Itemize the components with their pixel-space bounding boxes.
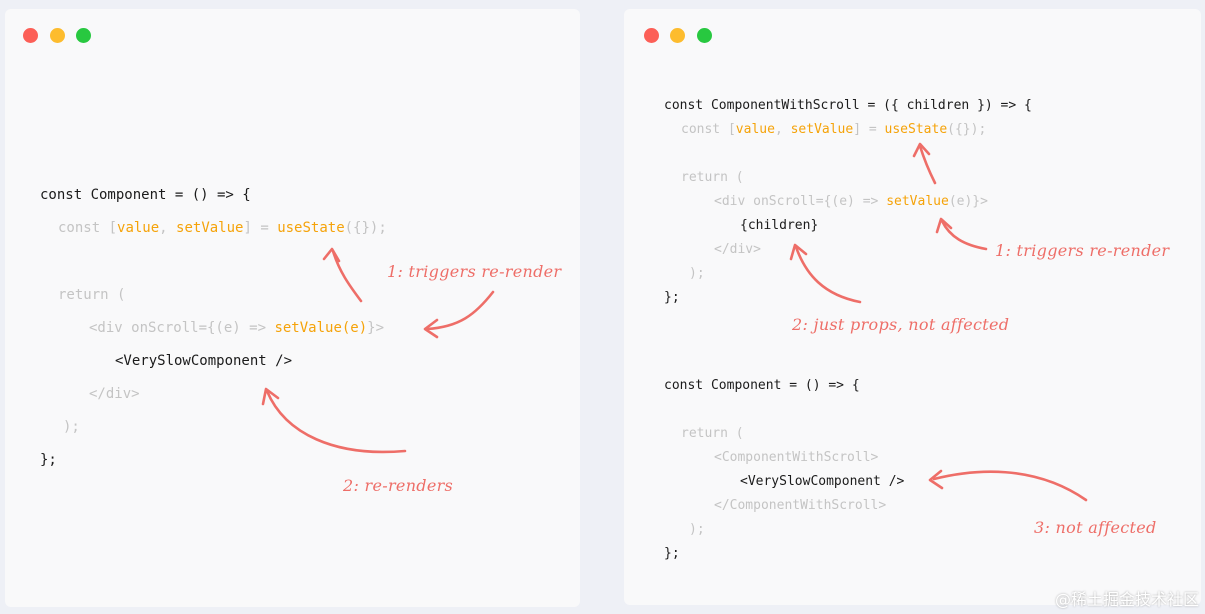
- left-code-window: const Component = () => { const [value, …: [5, 9, 580, 607]
- code-line-componentwithscroll-declaration: const ComponentWithScroll = ({ children …: [664, 98, 1032, 113]
- arrow-props-to-children: [794, 245, 862, 304]
- code-line-component-declaration: const Component = () => {: [40, 187, 251, 203]
- close-window-icon[interactable]: [644, 28, 659, 43]
- right-annotation-layer: 1: triggers re-render 2: just props, not…: [789, 142, 1170, 537]
- code-line-return: return (: [681, 426, 744, 441]
- code-line-return: return (: [58, 287, 126, 303]
- code-line-return-close: );: [689, 266, 705, 281]
- zoom-window-icon[interactable]: [76, 28, 91, 43]
- zoom-window-icon[interactable]: [697, 28, 712, 43]
- arrowhead-usestate: [912, 142, 931, 158]
- arrowhead-veryslow: [261, 387, 280, 406]
- code-line-return: return (: [681, 170, 744, 185]
- arrowhead-veryslow: [928, 469, 944, 490]
- left-annotation-layer: 1: triggers re-render 2: re-renders: [261, 247, 562, 495]
- note-triggers-rerender: 1: triggers re-render: [387, 262, 562, 281]
- right-code-window: const ComponentWithScroll = ({ children …: [624, 9, 1201, 605]
- code-line-componentwithscroll-open: <ComponentWithScroll>: [714, 450, 879, 465]
- code-line-return-close: );: [63, 419, 80, 435]
- code-line-componentwithscroll-close: };: [664, 290, 680, 305]
- arrow-rerenders-to-veryslow: [265, 389, 407, 454]
- code-line-component-close: };: [664, 546, 680, 561]
- code-line-div-close: </div>: [89, 386, 140, 402]
- arrow-triggers-to-setvalue: [940, 219, 988, 251]
- code-line-div-onscroll: <div onScroll={(e) => setValue(e)}>: [714, 194, 988, 209]
- arrowhead-children: [789, 243, 808, 261]
- code-line-veryslowcomponent: <VerySlowComponent />: [740, 474, 905, 489]
- code-line-componentwithscroll-close-tag: </ComponentWithScroll>: [714, 498, 887, 513]
- code-line-children: {children}: [740, 218, 819, 233]
- code-line-component-declaration: const Component = () => {: [664, 378, 860, 393]
- code-line-div-onscroll: <div onScroll={(e) => setValue(e)}>: [89, 320, 385, 336]
- arrow-triggers-to-setvalue: [425, 290, 495, 331]
- code-line-div-close: </div>: [714, 242, 761, 257]
- minimize-window-icon[interactable]: [50, 28, 65, 43]
- watermark: @稀土掘金技术社区: [1054, 590, 1199, 609]
- note-not-affected: 3: not affected: [1034, 518, 1157, 537]
- code-line-usestate: const [value, setValue] = useState({});: [681, 122, 987, 137]
- code-line-return-close: );: [689, 522, 705, 537]
- code-line-component-close: };: [40, 452, 57, 468]
- arrowhead-setvalue: [935, 217, 953, 234]
- note-triggers-rerender: 1: triggers re-render: [995, 241, 1170, 260]
- note-just-props-not-affected: 2: just props, not affected: [791, 315, 1009, 334]
- code-line-usestate: const [value, setValue] = useState({});: [58, 220, 387, 236]
- arrowhead-setvalue: [423, 318, 439, 339]
- arrow-props-to-usestate: [918, 144, 937, 185]
- code-line-veryslowcomponent: <VerySlowComponent />: [115, 353, 293, 369]
- minimize-window-icon[interactable]: [670, 28, 685, 43]
- note-rerenders: 2: re-renders: [342, 476, 453, 495]
- close-window-icon[interactable]: [23, 28, 38, 43]
- arrow-not-affected-to-veryslow: [932, 470, 1088, 502]
- arrowhead-usestate: [322, 247, 341, 263]
